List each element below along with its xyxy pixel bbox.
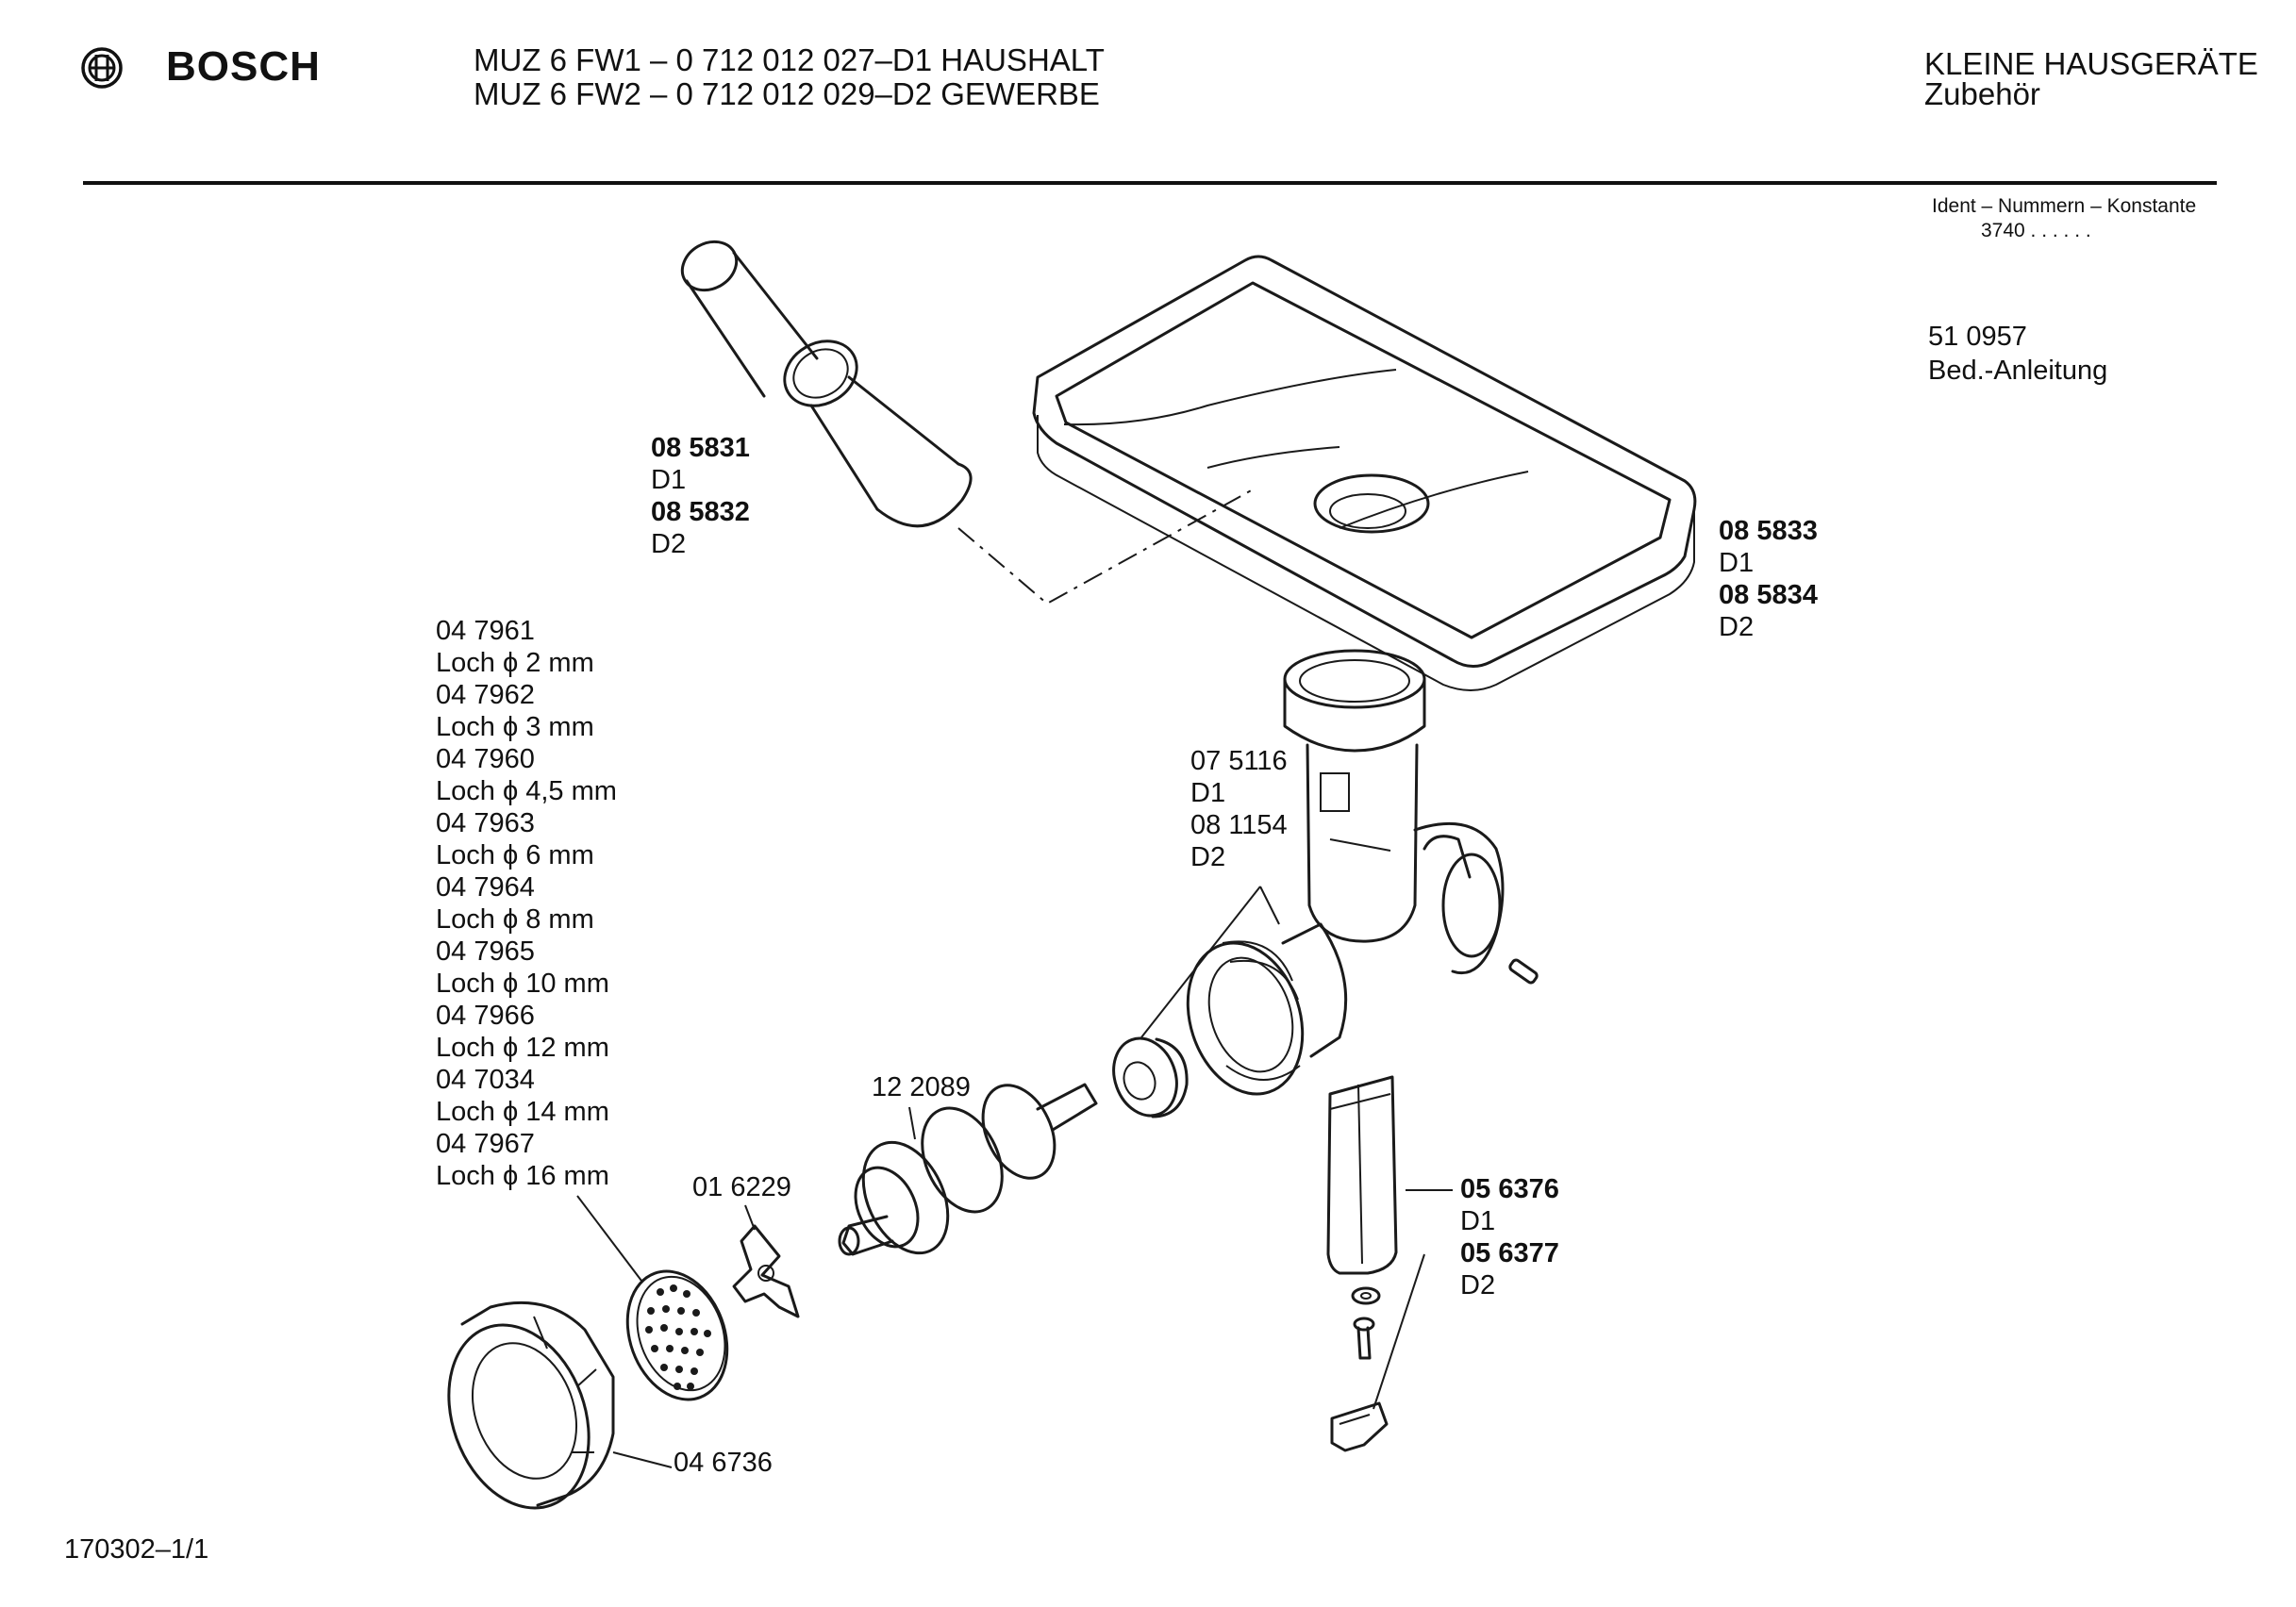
knife-label: 01 6229 <box>692 1172 791 1202</box>
disc-part-no: 04 7963 <box>436 808 535 838</box>
ident-value: 3740 . . . . . . <box>1981 220 2091 241</box>
pusher-part-no-d2: 08 5832 <box>651 497 750 527</box>
leader-knife <box>744 1204 756 1231</box>
model-line-2: MUZ 6 FW2 – 0 712 012 029–D2 GEWERBE <box>474 76 1100 111</box>
disc-part-no: 04 7961 <box>436 616 535 646</box>
bosch-armature-icon <box>81 47 123 89</box>
leader-housing <box>1140 886 1261 1038</box>
disc-part-no: 04 7034 <box>436 1065 535 1095</box>
tray-variant-d2: D2 <box>1719 612 1755 642</box>
manual-label: Bed.-Anleitung <box>1928 356 2108 386</box>
pusher-part-no-d1: 08 5831 <box>651 433 750 463</box>
bosch-logo <box>79 45 125 95</box>
ident-title: Ident – Nummern – Konstante <box>1932 195 2197 217</box>
worm-label: 12 2089 <box>872 1072 971 1102</box>
housing-part-no-d1: 07 5116 <box>1190 746 1288 776</box>
clamp-part <box>1326 1075 1398 1452</box>
housing-variant-d1: D1 <box>1190 778 1226 808</box>
leader-worm <box>908 1106 916 1140</box>
disc-hole-size: Loch ϕ 10 mm <box>436 969 609 999</box>
housing-part-no-d2: 08 1154 <box>1190 810 1288 840</box>
clamp-part-no-d1: 05 6376 <box>1460 1174 1559 1204</box>
clamp-label: 05 6376 D1 05 6377 D2 <box>1460 1173 1559 1301</box>
model-line-1: MUZ 6 FW1 – 0 712 012 027–D1 HAUSHALT <box>474 42 1105 77</box>
disc-hole-size: Loch ϕ 14 mm <box>436 1097 609 1127</box>
disc-hole-size: Loch ϕ 2 mm <box>436 648 594 678</box>
tray-variant-d1: D1 <box>1719 548 1755 578</box>
tray-part-no-d2: 08 5834 <box>1719 580 1818 610</box>
manual-number: 51 0957 <box>1928 322 2027 352</box>
disc-hole-size: Loch ϕ 12 mm <box>436 1033 609 1063</box>
subcategory-title: Zubehör <box>1924 76 2040 111</box>
housing-part <box>1186 649 1539 1096</box>
ring-nut-part <box>447 1301 615 1510</box>
worm-part <box>838 1083 1098 1256</box>
pusher-part <box>680 240 973 528</box>
disc-part-no: 04 7966 <box>436 1001 535 1031</box>
discs-label: 04 7961 Loch ϕ 2 mm 04 7962 Loch ϕ 3 mm … <box>436 615 617 1192</box>
disc-part-no: 04 7967 <box>436 1129 535 1159</box>
disc-part-no: 04 7960 <box>436 744 535 774</box>
disc-hole-size: Loch ϕ 8 mm <box>436 904 594 935</box>
disc-hole-size: Loch ϕ 6 mm <box>436 840 594 870</box>
disc-hole-size: Loch ϕ 16 mm <box>436 1161 609 1191</box>
plug-part <box>1112 1036 1189 1118</box>
disc-hole-size: Loch ϕ 3 mm <box>436 712 594 742</box>
leader-ring-nut <box>612 1451 673 1468</box>
disc-hole-size: Loch ϕ 4,5 mm <box>436 776 617 806</box>
clamp-part-no-d2: 05 6377 <box>1460 1238 1559 1268</box>
clamp-variant-d1: D1 <box>1460 1206 1496 1236</box>
knife-part <box>732 1224 800 1318</box>
tray-part-no-d1: 08 5833 <box>1719 516 1818 546</box>
brand-name: BOSCH <box>166 43 321 90</box>
tray-part <box>957 255 1697 691</box>
category-title: KLEINE HAUSGERÄTE <box>1924 46 2258 81</box>
disc-part-no: 04 7965 <box>436 936 535 967</box>
pusher-variant-d2: D2 <box>651 529 687 559</box>
pusher-label: 08 5831 D1 08 5832 D2 <box>651 432 750 560</box>
clamp-variant-d2: D2 <box>1460 1270 1496 1301</box>
housing-label: 07 5116 D1 08 1154 D2 <box>1190 745 1288 873</box>
leader-disc <box>576 1195 642 1282</box>
pusher-variant-d1: D1 <box>651 465 687 495</box>
document-id: 170302–1/1 <box>64 1534 209 1565</box>
disc-part-no: 04 7962 <box>436 680 535 710</box>
housing-variant-d2: D2 <box>1190 842 1226 872</box>
perforated-disc-part <box>625 1269 729 1401</box>
header-rule <box>83 181 2217 185</box>
disc-part-no: 04 7964 <box>436 872 535 903</box>
ring-nut-label: 04 6736 <box>674 1448 773 1478</box>
tray-label: 08 5833 D1 08 5834 D2 <box>1719 515 1818 643</box>
